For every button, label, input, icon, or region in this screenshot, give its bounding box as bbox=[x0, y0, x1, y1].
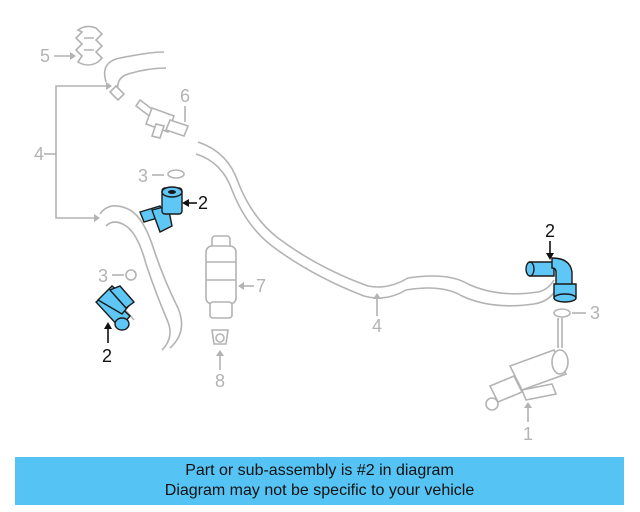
clip-part-5 bbox=[74, 25, 104, 66]
arrow-7 bbox=[238, 282, 244, 290]
callout-4-left: 4 bbox=[34, 144, 44, 164]
elbow-connector-2-right[interactable] bbox=[525, 257, 577, 303]
arrow-5 bbox=[70, 52, 76, 60]
banner-line-2: Diagram may not be specific to your vehi… bbox=[164, 482, 475, 499]
callout-2-lower: 2 bbox=[102, 346, 112, 366]
info-banner: Part or sub-assembly is #2 in diagram Di… bbox=[15, 457, 624, 505]
elbow-connector-2-upper[interactable] bbox=[139, 186, 183, 233]
callout-2-right: 2 bbox=[545, 221, 555, 241]
arrow-1 bbox=[524, 402, 532, 408]
callout-3-upper: 3 bbox=[138, 166, 148, 186]
arrow-2-lower bbox=[104, 322, 112, 329]
o-ring-3-lower bbox=[125, 269, 137, 281]
callout-3-right: 3 bbox=[590, 303, 600, 323]
callout-3-lower: 3 bbox=[98, 266, 108, 286]
callout-5: 5 bbox=[40, 46, 50, 66]
washer-pump-part-7 bbox=[205, 235, 237, 319]
nozzle-part-1 bbox=[485, 318, 569, 411]
arrow-8 bbox=[216, 350, 224, 356]
banner-line-1: Part or sub-assembly is #2 in diagram bbox=[185, 462, 454, 479]
callout-2-upper: 2 bbox=[198, 193, 208, 213]
o-ring-3-upper bbox=[167, 169, 185, 179]
washer-hose-main bbox=[195, 141, 557, 307]
parts-diagram: 5 6 4 4 3 3 bbox=[34, 25, 600, 444]
callout-1: 1 bbox=[523, 424, 533, 444]
arrow-4-bottom bbox=[373, 293, 381, 299]
arrow-2-upper bbox=[182, 199, 189, 207]
grommet-part-8 bbox=[211, 329, 229, 345]
elbow-connector-2-lower[interactable] bbox=[94, 285, 136, 331]
callout-7: 7 bbox=[256, 276, 266, 296]
callout-4-bottom: 4 bbox=[372, 316, 382, 336]
o-ring-3-right bbox=[553, 308, 571, 318]
callout-6: 6 bbox=[180, 86, 190, 106]
bracket-4-left bbox=[44, 82, 112, 222]
t-connector-part-6 bbox=[134, 98, 190, 139]
arrow-2-right bbox=[546, 253, 554, 260]
callout-8: 8 bbox=[215, 371, 225, 391]
washer-hose-upper bbox=[103, 51, 167, 102]
